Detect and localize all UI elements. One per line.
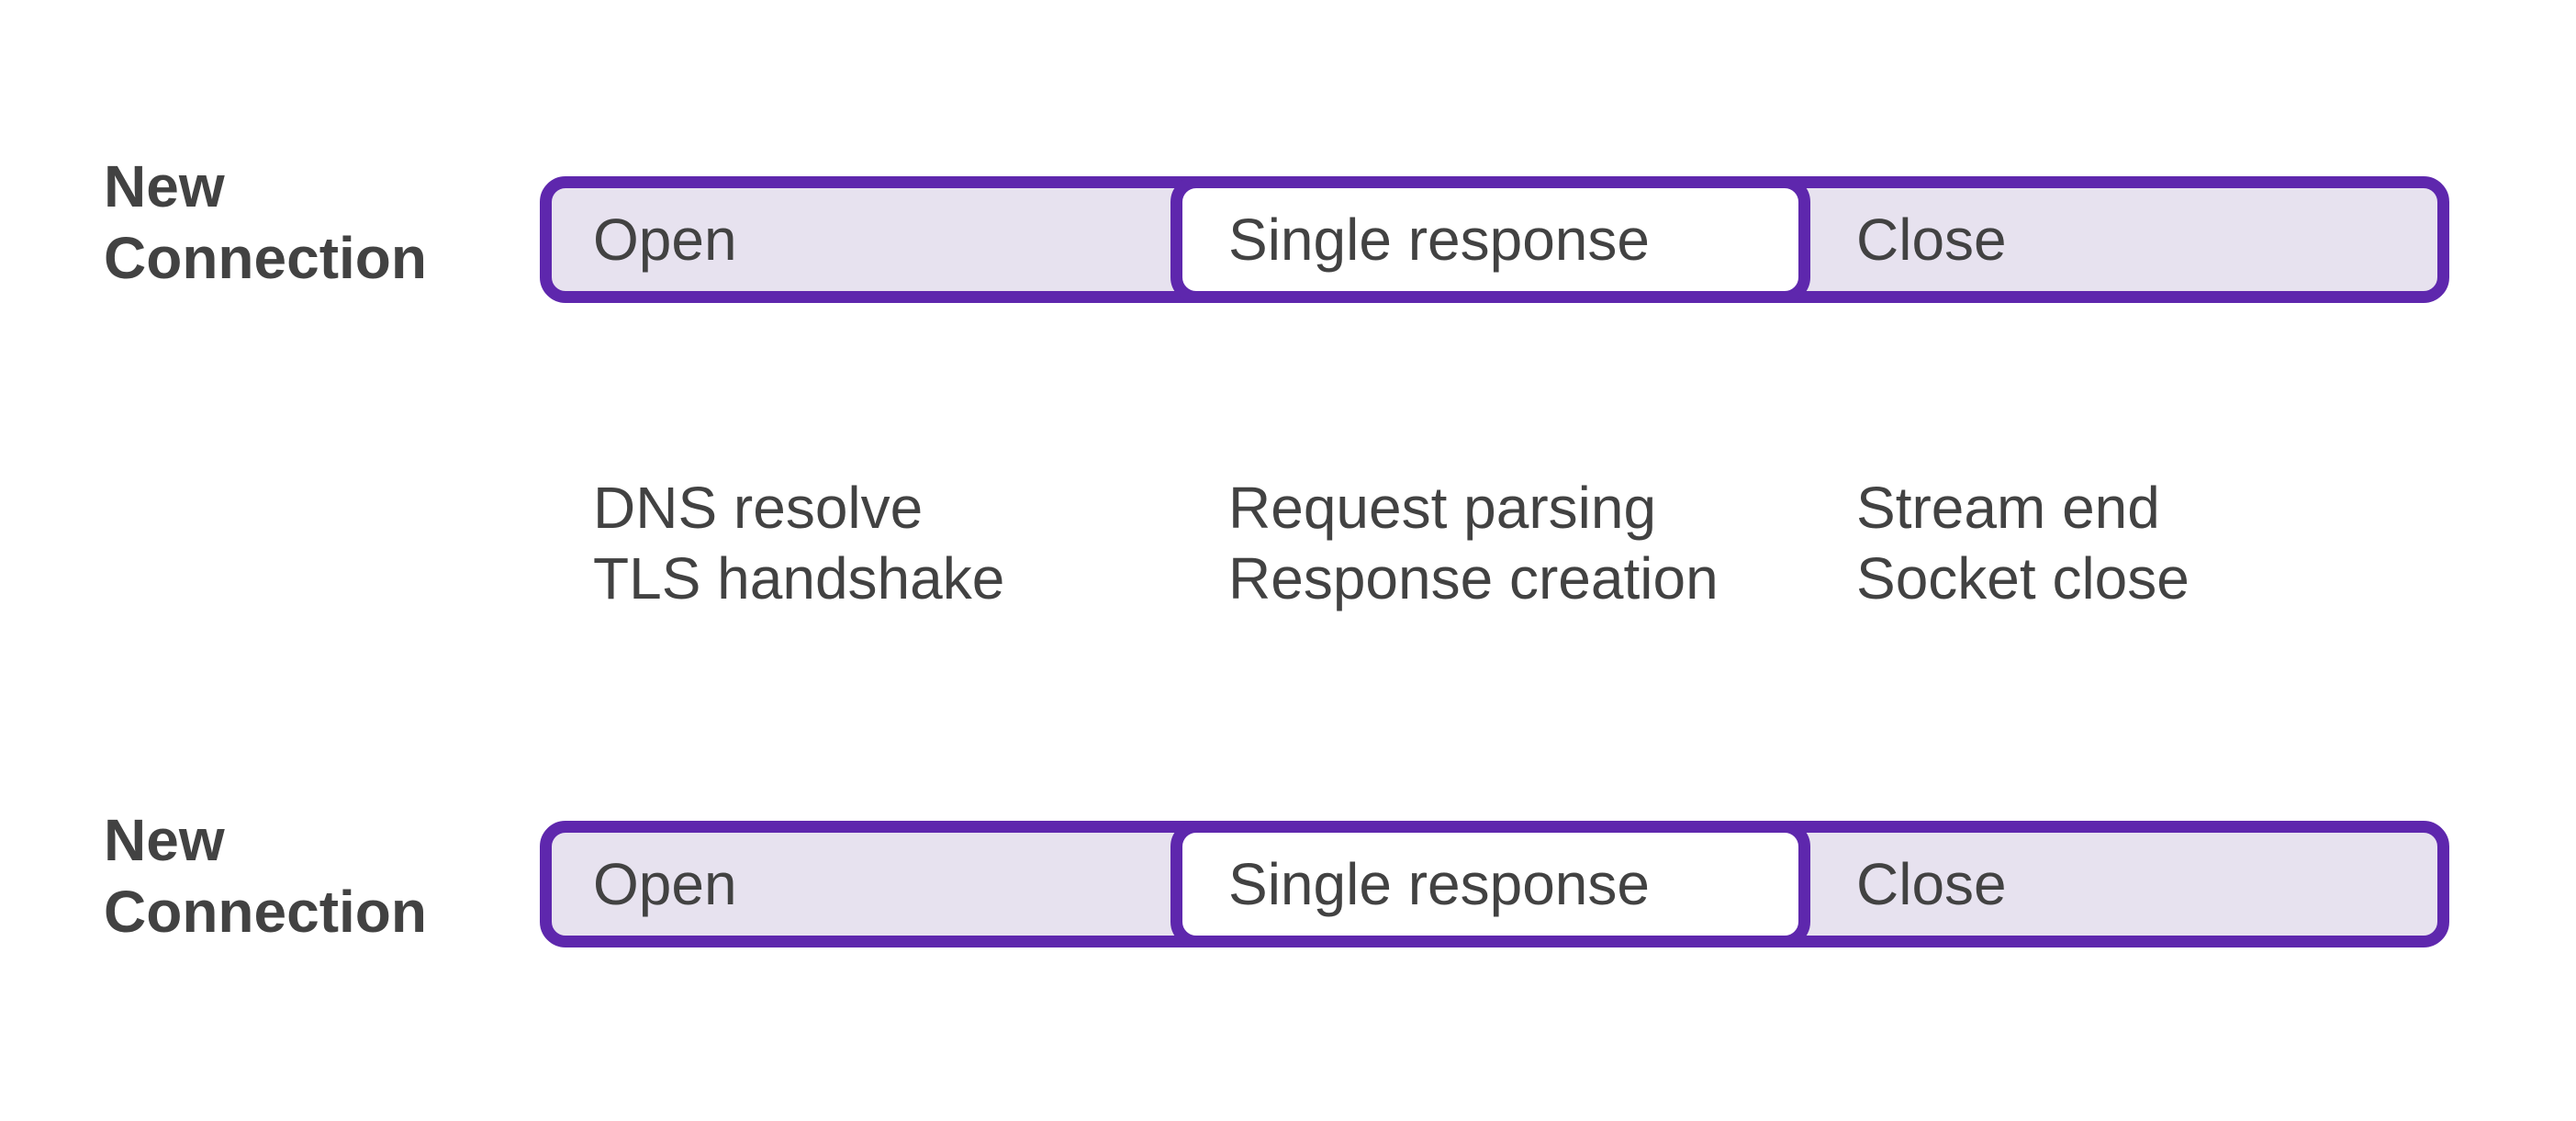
row1-single-response-box	[1170, 176, 1810, 303]
row1-single-response-label: Single response	[1228, 207, 1650, 273]
row2-open-segment-label: Open	[593, 851, 737, 917]
row2-label-new-connection: New Connection	[104, 807, 427, 945]
annotation-close-phase: Stream end Socket close	[1856, 475, 2190, 611]
row2-connection-bar: Open Single response Close	[540, 821, 2449, 947]
annotation-open-phase: DNS resolve TLS handshake	[593, 475, 1005, 611]
row1-label-new-connection: New Connection	[104, 153, 427, 291]
row1-open-segment-label: Open	[593, 207, 737, 273]
row1-close-segment-label: Close	[1856, 207, 2007, 273]
row1-connection-bar: Open Single response Close	[540, 176, 2449, 303]
row2-single-response-box	[1170, 821, 1810, 947]
row2-close-segment-label: Close	[1856, 851, 2007, 917]
annotation-response-phase: Request parsing Response creation	[1228, 475, 1719, 611]
row2-single-response-label: Single response	[1228, 851, 1650, 917]
